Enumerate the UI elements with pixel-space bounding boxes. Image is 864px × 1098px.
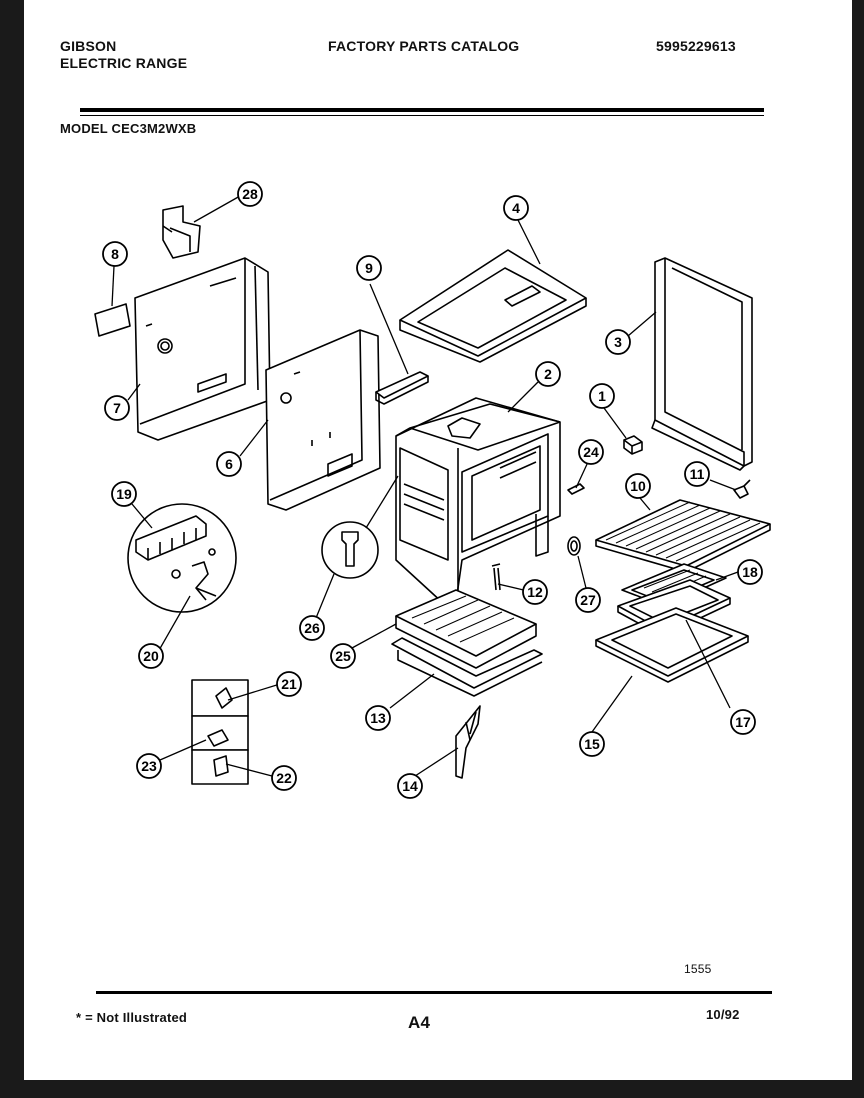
svg-text:20: 20 — [143, 648, 159, 664]
callout-1: 1 — [589, 383, 615, 409]
part-1-knob — [623, 435, 643, 455]
svg-text:2: 2 — [544, 366, 552, 382]
brand-name: GIBSON — [60, 38, 117, 54]
svg-text:13: 13 — [370, 710, 386, 726]
svg-text:18: 18 — [742, 564, 758, 580]
callout-21: 21 — [276, 671, 302, 697]
callout-2: 2 — [535, 361, 561, 387]
model-number: MODEL CEC3M2WXB — [60, 121, 197, 136]
leader-lines — [111, 195, 739, 779]
callout-20: 20 — [138, 643, 164, 669]
not-illustrated-note: * = Not Illustrated — [76, 1010, 188, 1025]
callout-26: 26 — [299, 615, 325, 641]
svg-text:22: 22 — [276, 770, 292, 786]
part-9-trim-strip — [375, 371, 429, 405]
callout-14: 14 — [397, 773, 423, 799]
drawing-code: 1555 — [684, 962, 712, 976]
callout-17: 17 — [730, 709, 756, 735]
callout-10: 10 — [625, 473, 651, 499]
callout-18: 18 — [737, 559, 763, 585]
footer-rule — [96, 991, 772, 994]
part-26-detail — [321, 475, 399, 579]
product-type: ELECTRIC RANGE — [60, 55, 188, 71]
svg-text:21: 21 — [281, 676, 297, 692]
part-3-side-panel — [651, 257, 753, 471]
callout-28: 28 — [237, 181, 263, 207]
part-6-lower-panel — [265, 329, 381, 511]
svg-text:28: 28 — [242, 186, 258, 202]
part-24-clip — [567, 483, 585, 495]
part-12-pin — [491, 563, 501, 591]
callout-7: 7 — [104, 395, 130, 421]
brand-block: GIBSON ELECTRIC RANGE — [60, 38, 187, 72]
svg-text:14: 14 — [402, 778, 418, 794]
svg-text:10: 10 — [630, 478, 646, 494]
part-8-pad — [94, 303, 131, 337]
svg-text:1: 1 — [598, 388, 606, 404]
callout-27: 27 — [575, 587, 601, 613]
svg-text:27: 27 — [580, 592, 596, 608]
part-7-back-panel — [134, 257, 271, 441]
svg-text:19: 19 — [116, 486, 132, 502]
header-rule-thin — [80, 115, 764, 116]
svg-text:7: 7 — [113, 400, 121, 416]
catalog-title: FACTORY PARTS CATALOG — [328, 38, 520, 54]
callout-9: 9 — [356, 255, 382, 281]
callout-12: 12 — [522, 579, 548, 605]
callout-25: 25 — [330, 643, 356, 669]
page-code: A4 — [408, 1013, 431, 1032]
svg-text:24: 24 — [583, 444, 599, 460]
part-14-hinge — [455, 705, 481, 779]
callout-24: 24 — [578, 439, 604, 465]
callout-6: 6 — [216, 451, 242, 477]
svg-text:11: 11 — [690, 466, 705, 482]
svg-text:3: 3 — [614, 334, 622, 350]
part-11-screw — [733, 479, 751, 499]
svg-text:26: 26 — [304, 620, 320, 636]
callout-11: 11 — [684, 461, 710, 487]
callout-23: 23 — [136, 753, 162, 779]
callout-19: 19 — [111, 481, 137, 507]
callout-8: 8 — [102, 241, 128, 267]
catalog-part-number: 5995229613 — [656, 38, 736, 54]
part-28-bracket — [162, 205, 201, 259]
svg-text:25: 25 — [335, 648, 351, 664]
svg-text:4: 4 — [512, 200, 520, 216]
part-27-grommet — [567, 536, 581, 556]
svg-text:6: 6 — [225, 456, 233, 472]
callout-15: 15 — [579, 731, 605, 757]
svg-text:12: 12 — [527, 584, 543, 600]
part-19-20-detail — [127, 503, 237, 613]
part-13-drawer-support — [391, 637, 543, 697]
revision-date: 10/92 — [706, 1007, 740, 1022]
header-rule-thick — [80, 108, 764, 112]
callout-4: 4 — [503, 195, 529, 221]
callout-22: 22 — [271, 765, 297, 791]
svg-text:15: 15 — [584, 736, 600, 752]
svg-text:23: 23 — [141, 758, 157, 774]
part-4-cooktop — [399, 249, 587, 363]
part-2-oven-frame — [395, 397, 561, 605]
callout-13: 13 — [365, 705, 391, 731]
hardware-cards — [191, 679, 249, 785]
svg-text:9: 9 — [365, 260, 373, 276]
svg-text:8: 8 — [111, 246, 119, 262]
callout-3: 3 — [605, 329, 631, 355]
svg-text:17: 17 — [735, 714, 751, 730]
part-15-tray — [595, 607, 749, 683]
part-25-bottom-panel — [395, 589, 537, 669]
